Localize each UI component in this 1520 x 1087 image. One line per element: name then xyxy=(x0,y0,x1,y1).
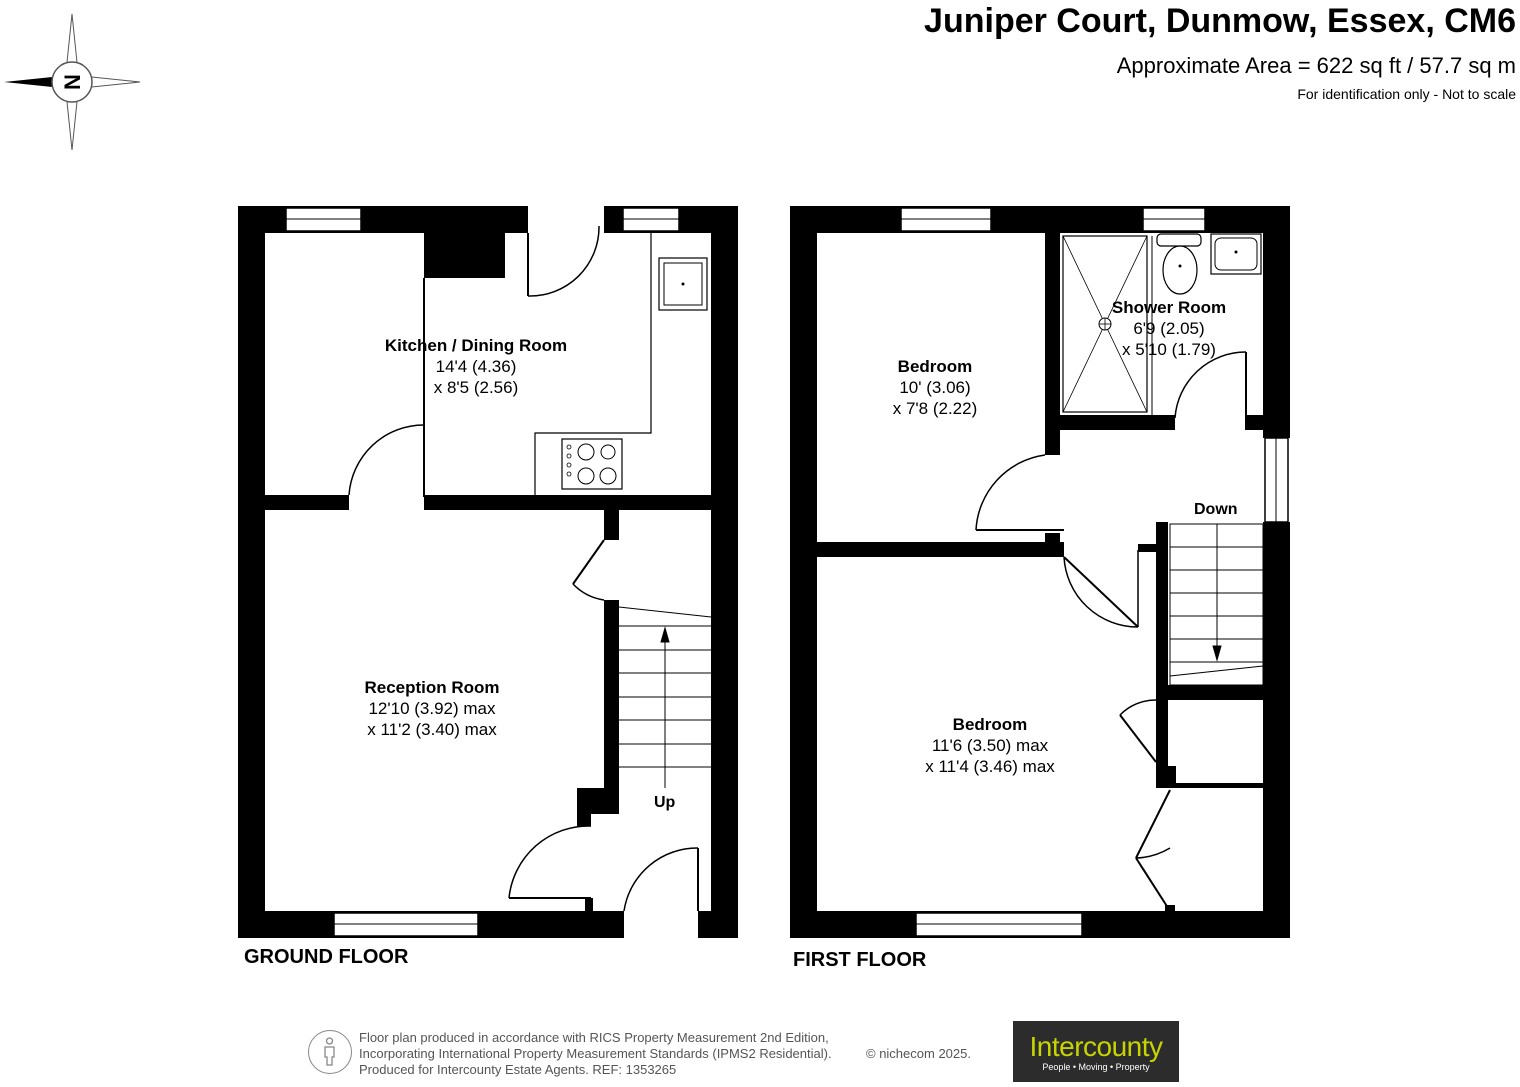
room-name: Shower Room xyxy=(1111,298,1227,317)
room-dimension: x 8'5 (2.56) xyxy=(433,378,519,397)
room-dimension: x 11'2 (3.40) max xyxy=(367,720,497,739)
room-dimension: 6'9 (2.05) xyxy=(1133,319,1205,338)
property-title: Juniper Court, Dunmow, Essex, CM6 xyxy=(924,2,1516,40)
compass-north-letter: N xyxy=(60,74,85,90)
compass-icon: N xyxy=(4,13,141,151)
room-dimension: x 5'10 (1.79) xyxy=(1122,340,1216,359)
room-name: Kitchen / Dining Room xyxy=(384,336,568,355)
ground-floor-label: GROUND FLOOR xyxy=(244,946,409,968)
room-name: Reception Room xyxy=(364,678,500,697)
room-reception: Reception Room 12'10 (3.92) max x 11'2 (… xyxy=(364,677,499,740)
ground-floor-plan xyxy=(238,206,738,938)
footer-line: Produced for Intercounty Estate Agents. … xyxy=(359,1062,677,1077)
footer-line: Incorporating International Property Mea… xyxy=(359,1046,832,1061)
room-dimension: 11'6 (3.50) max xyxy=(931,736,1049,755)
room-dimension: 10' (3.06) xyxy=(899,378,971,397)
room-name: Bedroom xyxy=(952,715,1028,734)
room-bedroom-1: Bedroom 10' (3.06) x 7'8 (2.22) xyxy=(893,356,978,419)
copyright-text: © nichecom 2025. xyxy=(866,1046,971,1061)
room-dimension: 14'4 (4.36) xyxy=(435,357,517,376)
room-dimension: x 11'4 (3.46) max xyxy=(925,757,1055,776)
logo-tagline: People • Moving • Property xyxy=(1042,1062,1150,1072)
room-bedroom-2: Bedroom 11'6 (3.50) max x 11'4 (3.46) ma… xyxy=(925,714,1055,777)
first-floor-plan xyxy=(790,206,1290,938)
footer-disclaimer: Floor plan produced in accordance with R… xyxy=(359,1030,832,1078)
first-floor-label: FIRST FLOOR xyxy=(793,949,927,971)
scale-disclaimer: For identification only - Not to scale xyxy=(1297,86,1516,102)
stairs-up-label: Up xyxy=(654,794,676,811)
person-info-icon xyxy=(308,1030,352,1074)
room-dimension: x 7'8 (2.22) xyxy=(892,399,978,418)
intercounty-logo: Intercounty People • Moving • Property xyxy=(1013,1021,1179,1082)
room-kitchen-dining: Kitchen / Dining Room 14'4 (4.36) x 8'5 … xyxy=(385,335,567,398)
room-dimension: 12'10 (3.92) max xyxy=(368,699,496,718)
room-name: Bedroom xyxy=(897,357,973,376)
logo-brand: Intercounty xyxy=(1029,1031,1163,1062)
footer-line: Floor plan produced in accordance with R… xyxy=(359,1030,829,1045)
stairs-down-label: Down xyxy=(1194,501,1238,518)
room-shower: Shower Room 6'9 (2.05) x 5'10 (1.79) xyxy=(1112,297,1226,360)
approximate-area: Approximate Area = 622 sq ft / 57.7 sq m xyxy=(1116,53,1516,78)
